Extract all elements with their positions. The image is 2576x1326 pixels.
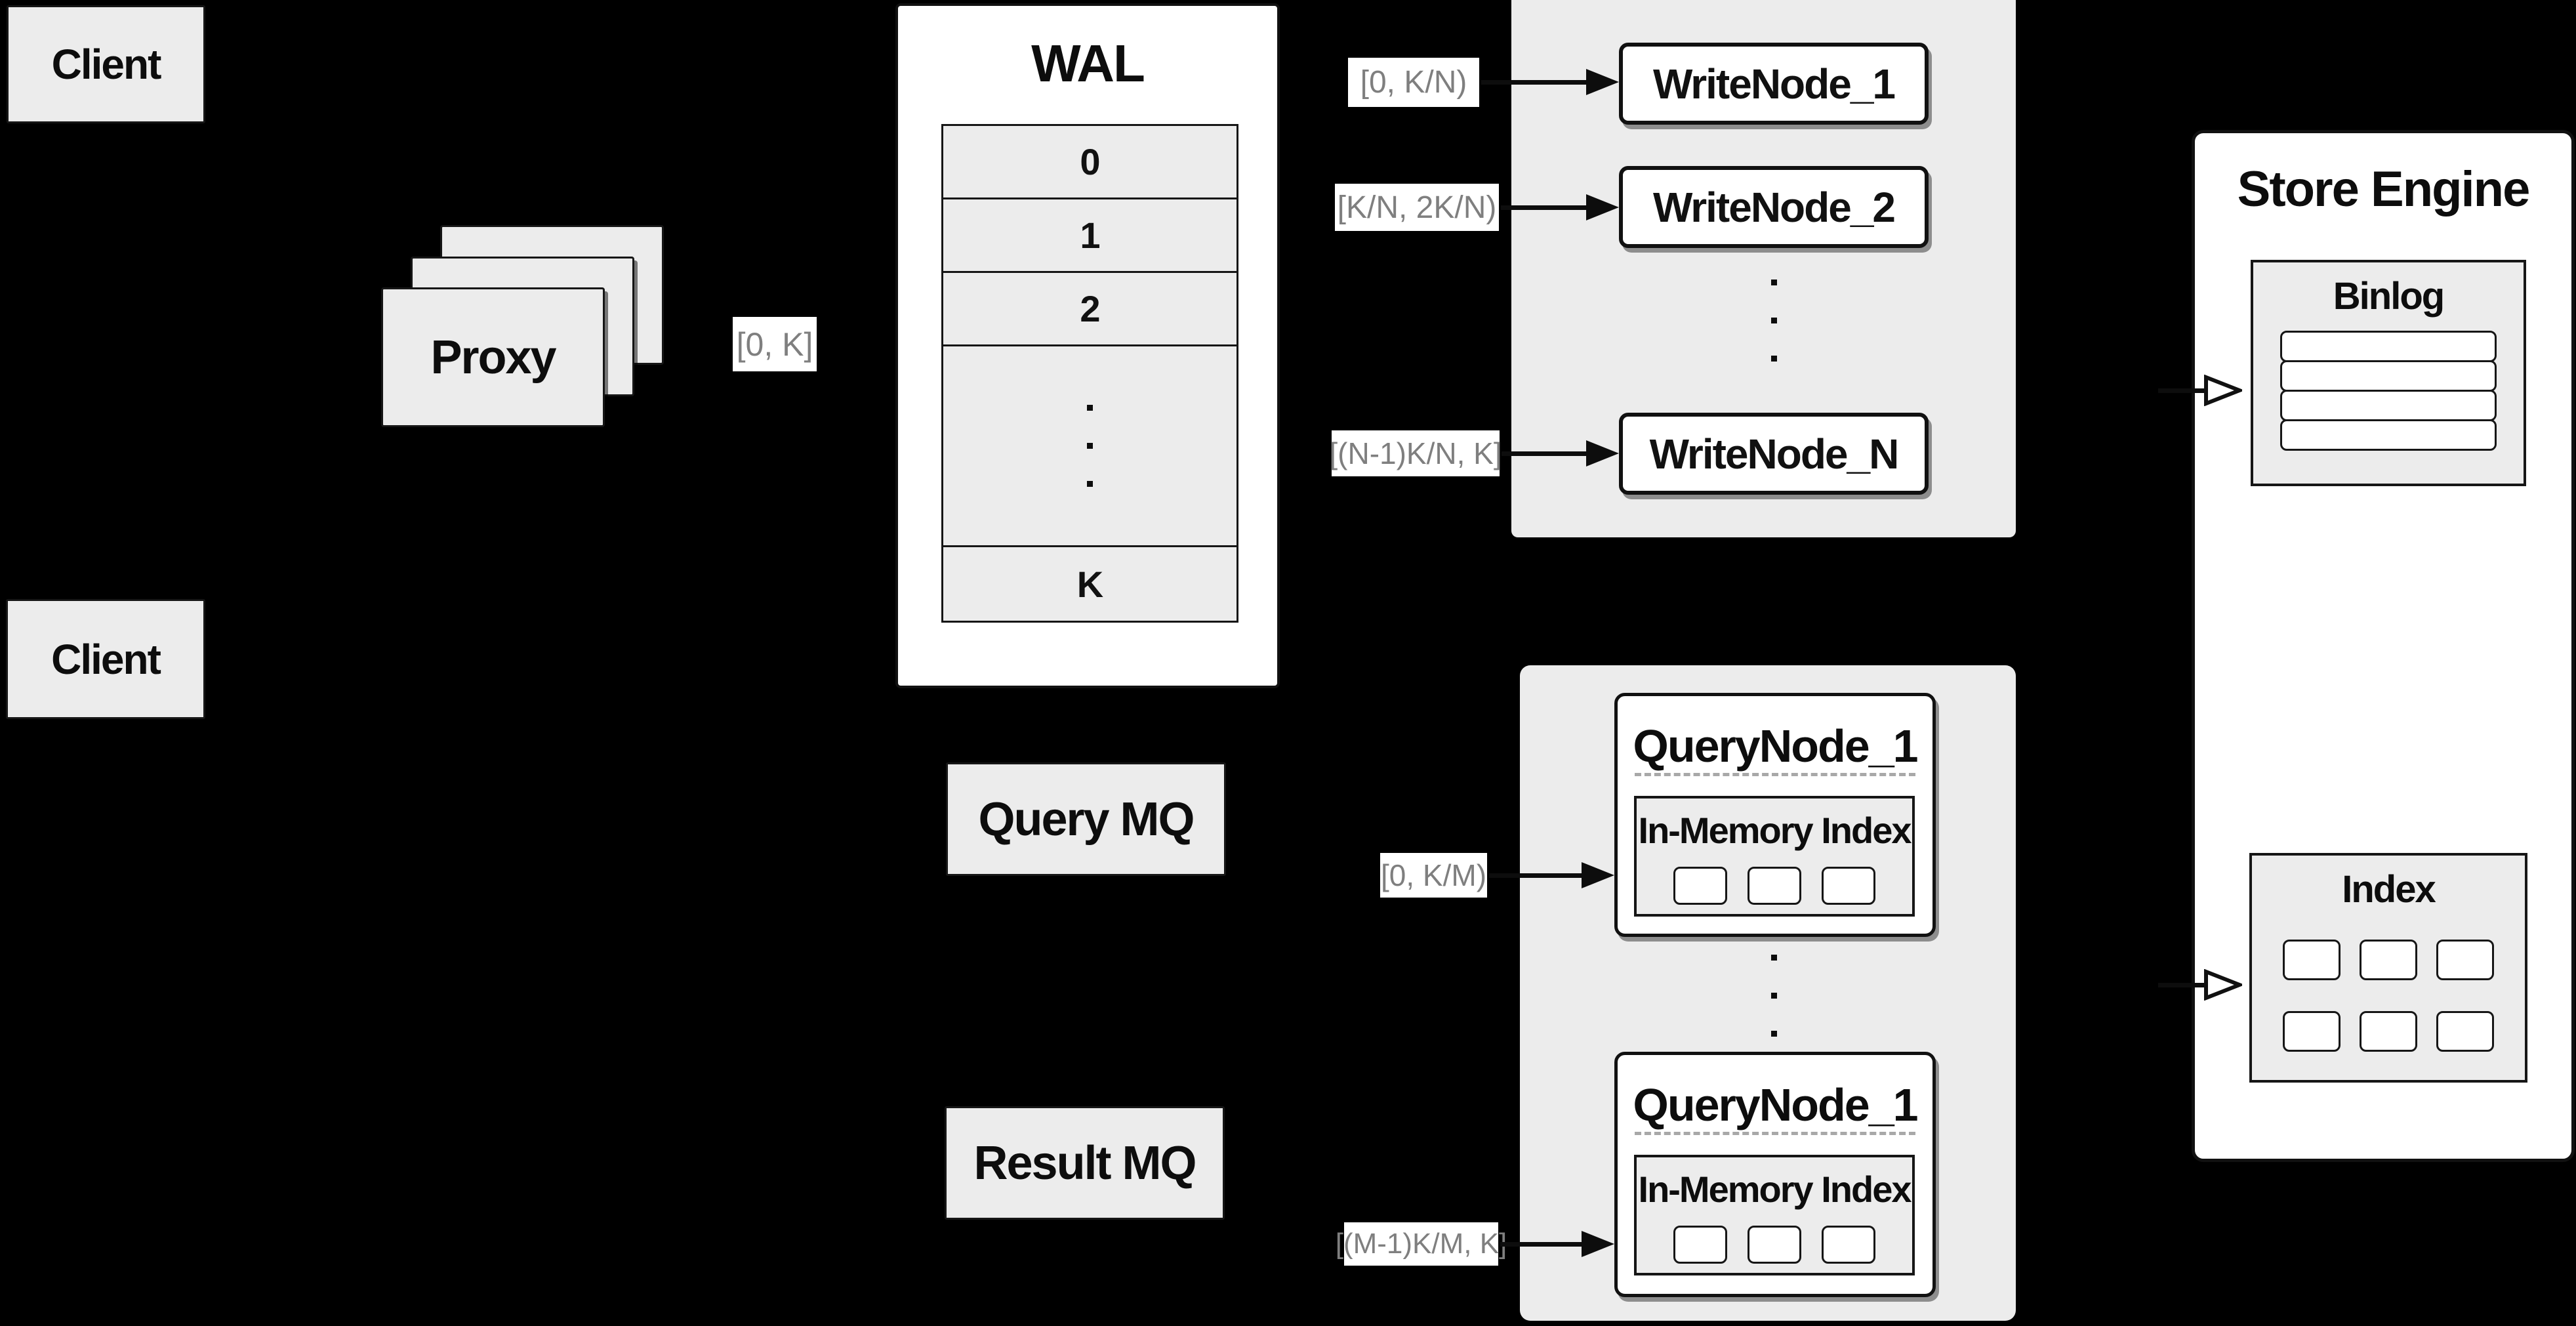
in-memory-index-label: In-Memory Index xyxy=(1638,810,1912,851)
range-label-write-1: [0, K/N) xyxy=(1348,58,1479,107)
index-cell xyxy=(2360,1011,2417,1052)
open-arrow-right-icon xyxy=(2158,375,2242,406)
dashed-divider xyxy=(1635,773,1915,776)
arrow-right-icon xyxy=(1500,1231,1614,1257)
client-top-label: Client xyxy=(51,41,162,88)
range-label-write-n: [(N-1)K/N, K] xyxy=(1329,430,1502,476)
arrow-right-icon xyxy=(1489,862,1614,888)
client-box-bottom: Client xyxy=(6,599,205,719)
wal-box: WAL 0 1 2 K xyxy=(895,3,1280,688)
wal-segment-row-k: K xyxy=(943,547,1237,621)
binlog-row xyxy=(2280,331,2497,362)
proxy-card-front: Proxy xyxy=(381,287,605,427)
write-node-n: WriteNode_N xyxy=(1619,413,1929,495)
wal-segment-row: 1 xyxy=(943,199,1237,273)
memory-segment xyxy=(1822,867,1875,905)
vertical-ellipsis-icon xyxy=(1771,955,1777,1037)
write-node-1: WriteNode_1 xyxy=(1619,43,1929,125)
index-cell xyxy=(2436,1011,2494,1052)
index-cell xyxy=(2283,940,2341,980)
vertical-ellipsis-icon xyxy=(1087,405,1093,487)
binlog-row xyxy=(2280,419,2497,451)
write-node-2: WriteNode_2 xyxy=(1619,166,1929,248)
index-cell xyxy=(2436,940,2494,980)
arrow-right-icon xyxy=(1501,194,1619,220)
in-memory-index-box: In-Memory Index xyxy=(1634,1155,1915,1275)
range-label-proxy: [0, K] xyxy=(733,317,817,371)
memory-segment xyxy=(1748,1226,1801,1264)
range-label-query-2: [(M-1)K/M, K] xyxy=(1336,1222,1507,1266)
result-mq-label: Result MQ xyxy=(973,1136,1196,1190)
range-label-write-2: [K/N, 2K/N) xyxy=(1335,184,1499,231)
index-grid xyxy=(2252,940,2525,1052)
store-engine-title: Store Engine xyxy=(2237,161,2531,217)
query-mq-box: Query MQ xyxy=(946,762,1226,876)
binlog-row xyxy=(2280,390,2497,421)
arrow-right-icon xyxy=(1502,440,1619,466)
in-memory-index-box: In-Memory Index xyxy=(1634,796,1915,917)
store-engine-box: Store Engine Binlog Index xyxy=(2192,130,2575,1162)
binlog-rows xyxy=(2253,331,2524,451)
index-cell xyxy=(2283,1011,2341,1052)
memory-segment xyxy=(1673,1226,1727,1264)
range-label-query-1: [0, K/M) xyxy=(1380,853,1487,898)
wal-title: WAL xyxy=(1031,34,1145,93)
binlog-box: Binlog xyxy=(2251,260,2526,486)
query-node-2: QueryNode_1 In-Memory Index xyxy=(1614,1052,1936,1297)
index-box: Index xyxy=(2249,853,2527,1083)
wal-segment-row: 0 xyxy=(943,126,1237,199)
query-node-2-title: QueryNode_1 xyxy=(1633,1079,1918,1130)
wal-segment-row: 2 xyxy=(943,273,1237,346)
memory-segment xyxy=(1822,1226,1875,1264)
client-box-top: Client xyxy=(7,5,205,123)
arrow-right-icon xyxy=(1481,69,1619,95)
in-memory-index-label: In-Memory Index xyxy=(1638,1169,1912,1210)
binlog-row xyxy=(2280,360,2497,392)
index-title: Index xyxy=(2342,868,2436,911)
index-cell xyxy=(2360,940,2417,980)
open-arrow-right-icon xyxy=(2158,969,2242,1001)
query-node-1: QueryNode_1 In-Memory Index xyxy=(1614,693,1936,937)
result-mq-box: Result MQ xyxy=(945,1106,1225,1220)
binlog-title: Binlog xyxy=(2333,275,2445,318)
memory-segment xyxy=(1673,867,1727,905)
query-node-1-title: QueryNode_1 xyxy=(1633,720,1918,772)
wal-ellipsis-row xyxy=(943,346,1237,547)
memory-segment-row xyxy=(1637,1226,1912,1264)
vertical-ellipsis-icon xyxy=(1771,280,1777,362)
memory-segment-row xyxy=(1637,867,1912,905)
client-bottom-label: Client xyxy=(51,635,161,683)
proxy-label: Proxy xyxy=(430,331,556,384)
dashed-divider xyxy=(1635,1132,1915,1135)
memory-segment xyxy=(1748,867,1801,905)
query-mq-label: Query MQ xyxy=(978,793,1195,846)
wal-segment-table: 0 1 2 K xyxy=(941,124,1238,623)
